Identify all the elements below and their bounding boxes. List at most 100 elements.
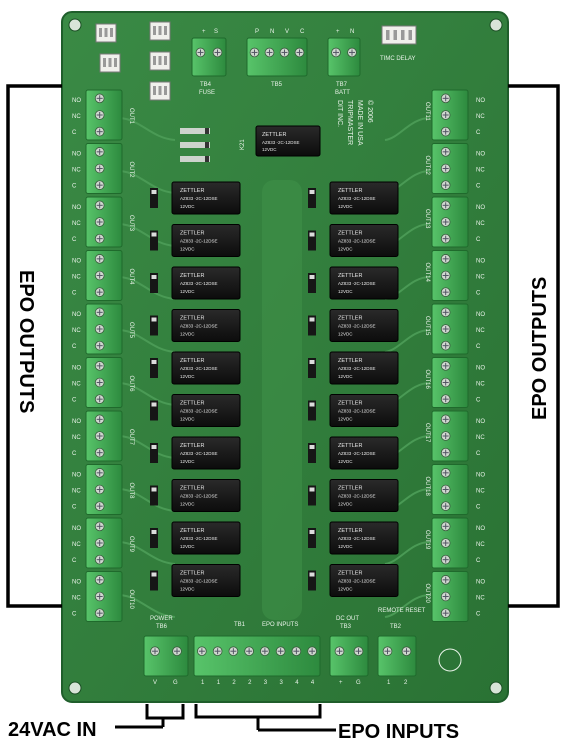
dc-out-terminal [329, 635, 369, 677]
relay-brand: ZETTLER [338, 401, 362, 407]
relay-rating: 12VDC [338, 332, 353, 337]
left-terminal-8 [85, 464, 123, 515]
left-pin-10-1: NC [72, 596, 81, 602]
diode-jumper-right-2 [308, 230, 316, 251]
right-pin-1-0: NO [476, 98, 485, 104]
right-callout-label: EPO OUTPUTS [529, 277, 551, 420]
inputs-label: EPO INPUTS [262, 622, 298, 628]
right-pin-9-2: C [476, 558, 481, 564]
dc-out-pin-plus: + [339, 680, 343, 686]
diode-jumper-right-10 [308, 570, 316, 591]
right-terminal-4 [431, 250, 469, 301]
relay-brand: ZETTLER [180, 188, 204, 194]
esd-logo [438, 648, 462, 672]
left-terminal-1 [85, 89, 123, 141]
tb4-pin-plus: + [202, 29, 206, 35]
right-pin-5-1: NC [476, 328, 485, 334]
tb5-pin-1: N [270, 29, 274, 35]
left-pin-3-2: C [72, 237, 77, 243]
right-pin-10-0: NO [476, 580, 485, 586]
diode-jumper-left-9 [150, 528, 158, 548]
relay-model: AZ833 -2C-12DSE [262, 140, 300, 145]
right-output-label-1: OUT11 [424, 102, 430, 122]
relay-rating: 12VDC [262, 147, 277, 152]
left-terminal-3 [85, 196, 123, 248]
diode-jumper-left-1 [150, 188, 158, 208]
relay-rating: 12VDC [338, 417, 353, 422]
relay-rating: 12VDC [180, 459, 195, 464]
relay-brand: ZETTLER [338, 486, 362, 492]
right-terminal-5 [431, 303, 469, 355]
jumper-header-1 [95, 23, 117, 43]
left-pin-2-1: NC [72, 168, 81, 174]
inputs-callout-label: EPO INPUTS [338, 721, 459, 743]
mfg-line-4: © 2006 [366, 100, 374, 123]
jumper-header-2 [149, 21, 171, 41]
right-output-label-6: OUT16 [424, 370, 430, 390]
power-id: TB6 [156, 624, 168, 630]
left-pin-8-0: NO [72, 473, 81, 479]
left-pin-3-0: NO [72, 205, 81, 211]
diode-jumper-left-10 [150, 570, 158, 591]
relay-model: AZ833 -2C-12DSE [338, 324, 376, 329]
right-output-label-2: OUT12 [424, 156, 430, 176]
left-pin-7-0: NO [72, 419, 81, 425]
right-terminal-6 [431, 357, 469, 408]
tb7-sub: BATT [335, 90, 350, 96]
left-terminal-2 [85, 143, 123, 194]
relay-model: AZ833 -2C-12DSE [338, 579, 376, 584]
relay-brand: ZETTLER [180, 401, 204, 407]
epo-inputs-terminal [193, 635, 321, 677]
right-output-label-10: OUT20 [424, 584, 430, 604]
left-pin-4-1: NC [72, 275, 81, 281]
right-pin-10-2: C [476, 612, 481, 618]
left-output-label-5: OUT5 [128, 322, 134, 339]
remote-reset-label: REMOTE RESET [378, 608, 426, 614]
right-pin-9-0: NO [476, 526, 485, 532]
left-terminal-5 [85, 303, 123, 355]
right-output-label-7: OUT17 [424, 423, 430, 443]
left-pin-6-1: NC [72, 382, 81, 388]
right-terminal-10 [431, 571, 469, 622]
input-pin-5: 3 [280, 680, 284, 686]
left-pin-1-1: NC [72, 114, 81, 120]
relay-brand: ZETTLER [262, 132, 286, 138]
tb5-terminal [246, 37, 308, 77]
tb5-pin-2: V [285, 29, 289, 35]
relay-brand: ZETTLER [338, 443, 362, 449]
power-label: POWER [150, 616, 173, 622]
relay-brand: ZETTLER [338, 316, 362, 322]
relay-model: AZ833 -2C-12DSE [180, 409, 218, 414]
timc-delay-header [381, 25, 417, 45]
right-pin-9-1: NC [476, 542, 485, 548]
remote-reset-terminal [377, 635, 417, 677]
relay-model: AZ833 -2C-12DSE [338, 281, 376, 286]
diode-jumper-left-3 [150, 273, 158, 293]
left-terminal-7 [85, 410, 123, 462]
relay-brand: ZETTLER [180, 316, 204, 322]
diode-jumper-left-7 [150, 443, 158, 463]
relay-model: AZ833 -2C-12DSE [338, 451, 376, 456]
left-output-label-1: OUT1 [128, 108, 134, 125]
jumper-header-5 [99, 53, 121, 73]
left-output-label-2: OUT2 [128, 162, 134, 179]
left-pin-8-2: C [72, 505, 77, 511]
right-pin-8-2: C [476, 505, 481, 511]
left-pin-9-2: C [72, 558, 77, 564]
relay-rating: 12VDC [180, 544, 195, 549]
right-terminal-9 [431, 517, 469, 569]
relay-model: AZ833 -2C-12DSE [180, 494, 218, 499]
diode-jumper-left-2 [150, 230, 158, 251]
diode-jumper-left-8 [150, 485, 158, 506]
relay-rating: 12VDC [338, 544, 353, 549]
right-pin-1-1: NC [476, 114, 485, 120]
mfg-line-2: TRIPMASTER [346, 100, 353, 145]
